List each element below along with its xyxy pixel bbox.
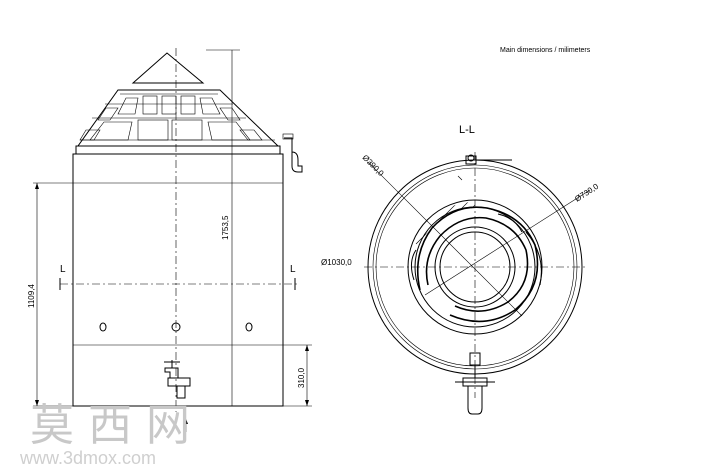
svg-text:310,0: 310,0 — [297, 367, 306, 388]
dim-inner-diameter: Ø730,0 — [573, 182, 600, 204]
section-view: L-L — [364, 124, 591, 415]
svg-text:1109,4: 1109,4 — [27, 284, 36, 308]
watermark-url: www.3dmox.com — [19, 448, 156, 468]
dimensions-note: Main dimensions / milimeters — [500, 47, 591, 54]
dimension-total-height: 1753,5 — [206, 49, 240, 406]
dim-core-diameter: Ø390,0 — [361, 153, 386, 178]
watermark-chinese: 莫 西 网 — [30, 400, 190, 451]
cut-label-right: L — [290, 264, 296, 275]
elevation-view: L L — [59, 48, 303, 432]
section-label: L-L — [459, 124, 475, 136]
svg-text:1753,5: 1753,5 — [221, 215, 230, 240]
dimension-base-height: 310,0 — [283, 344, 312, 407]
cut-label-left: L — [60, 264, 66, 275]
dimension-body-height: 1109,4 — [27, 182, 73, 407]
dim-outer-diameter: Ø1030,0 — [321, 258, 352, 267]
